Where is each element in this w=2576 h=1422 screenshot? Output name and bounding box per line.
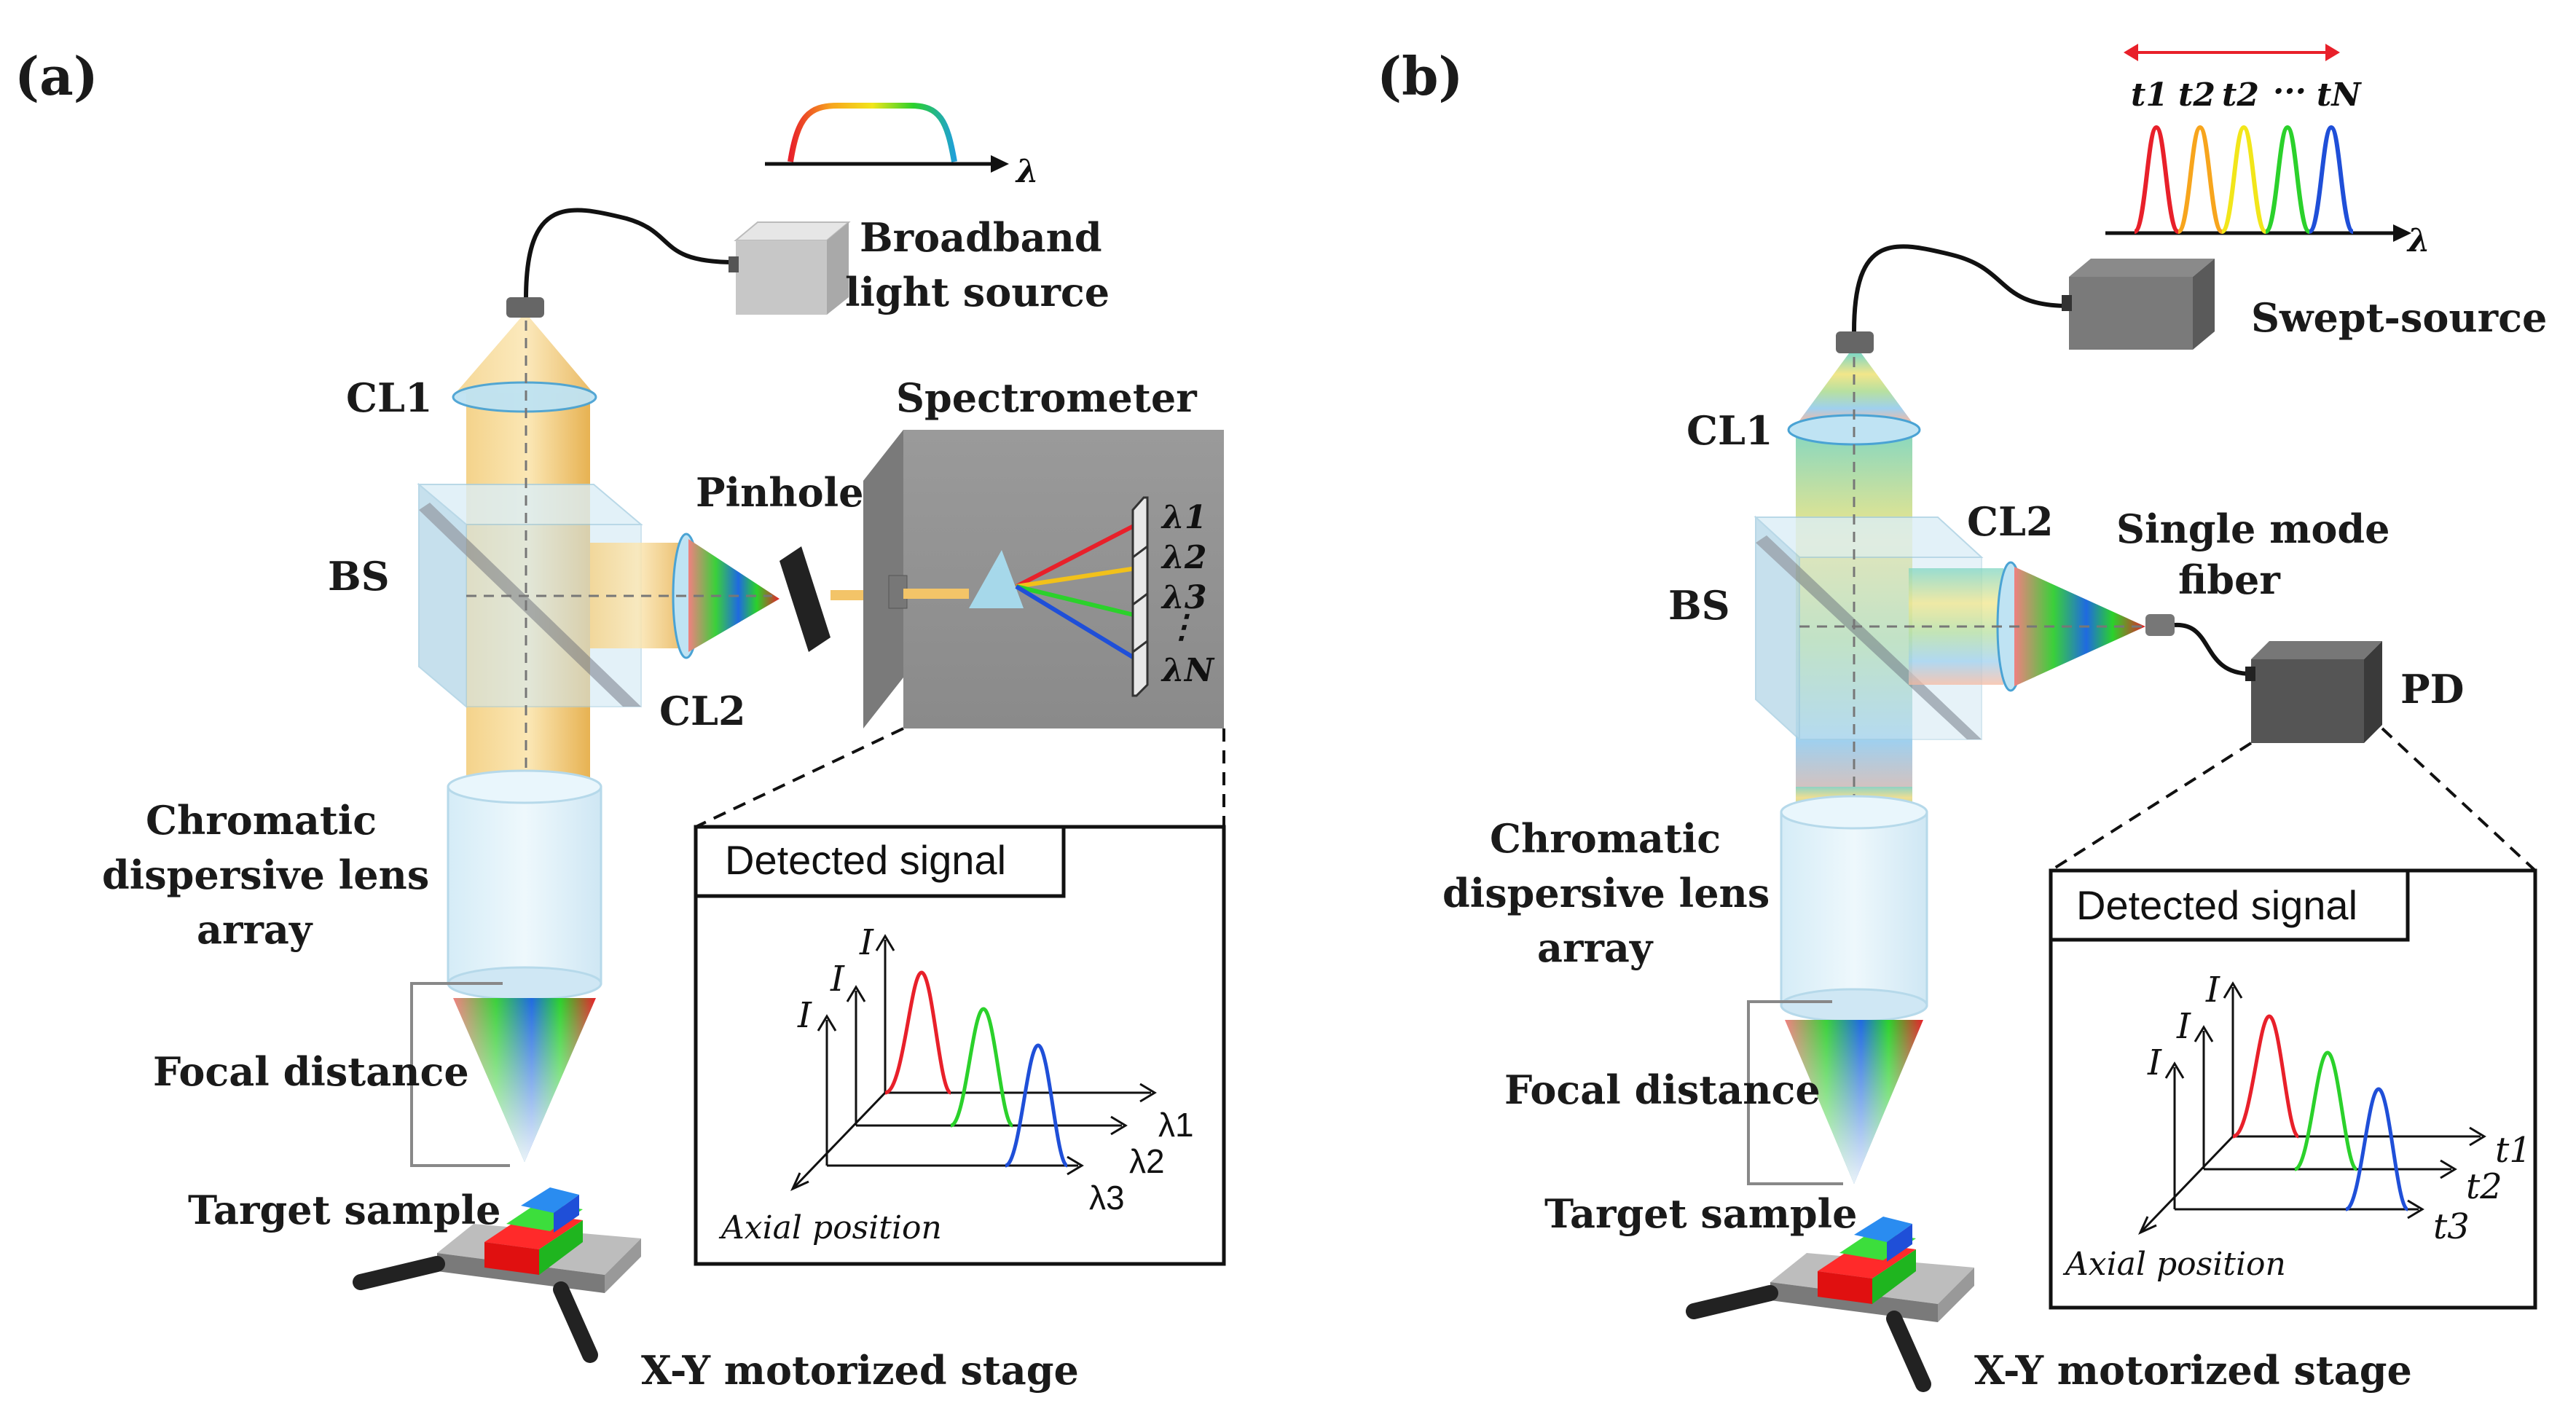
focal-cone-b — [1785, 1020, 1923, 1184]
lambda3-label: λ3 — [1161, 579, 1206, 616]
stage-label-b: X-Y motorized stage — [1974, 1347, 2412, 1394]
axis-t3-b: t3 — [2433, 1206, 2470, 1247]
signal-axes-a — [790, 934, 1157, 1192]
axis-lambda1-a: λ1 — [1158, 1106, 1194, 1144]
optical-fiber-b — [1852, 244, 2070, 332]
cl2-label-b: CL2 — [1967, 498, 2054, 545]
cl1-label-b: CL1 — [1686, 407, 1773, 454]
intensity-label-b-3: I — [2147, 1042, 2162, 1083]
target-sample-label-b: Target sample — [1544, 1190, 1857, 1237]
signal-axes-b — [2137, 981, 2486, 1236]
cl1-lens-a — [452, 381, 597, 413]
axis-lambda3-a: λ3 — [1089, 1179, 1125, 1217]
swept-source-box — [2062, 259, 2215, 350]
smf-connector — [2145, 614, 2175, 636]
detected-signal-title-box-b — [2049, 868, 2410, 942]
detected-signal-title-a: Detected signal — [725, 837, 1006, 883]
target-sample-a — [484, 1187, 583, 1275]
broadband-label-2: light source — [845, 269, 1110, 315]
intensity-label-a-1: I — [859, 922, 874, 963]
target-sample-b — [1818, 1217, 1916, 1304]
zoom-line-left-b — [2049, 742, 2253, 872]
axis-t1-b: t1 — [2495, 1130, 2532, 1171]
target-sample-label-a: Target sample — [188, 1187, 500, 1233]
lambda2-label: λ2 — [1161, 539, 1206, 576]
detected-signal-title-box-a — [694, 825, 1066, 898]
time-tN-label: tN — [2317, 76, 2362, 114]
focal-distance-label-b: Focal distance — [1504, 1066, 1821, 1113]
lambda1-label: λ1 — [1161, 499, 1206, 536]
pinhole-a — [780, 546, 830, 652]
focal-bracket-b — [1747, 1000, 1843, 1185]
fiber-connector-a — [506, 297, 544, 318]
swept-source-spectrum-inset: λ — [2105, 44, 2430, 259]
zoom-line-right-b — [2381, 727, 2537, 872]
cl1-label-a: CL1 — [346, 374, 433, 421]
dispersed-rays-a — [1015, 522, 1138, 661]
broadband-spectrum-inset: λ — [765, 103, 1039, 190]
optical-fiber-a — [524, 208, 737, 299]
time-t1-label: t1 — [2131, 76, 2168, 114]
lens-array-label-3-a: array — [197, 906, 313, 953]
signal-peaks-a — [884, 970, 1069, 1168]
stage-label-a: X-Y motorized stage — [641, 1347, 1079, 1394]
detected-signal-panel-b — [2049, 868, 2537, 1310]
time-t2b-label: t2 — [2222, 76, 2259, 114]
smf-label-1: Single mode — [2116, 506, 2390, 552]
diverging-beam-b — [1798, 353, 1912, 423]
beam-splitter-a — [417, 482, 643, 709]
detector-array-a — [1131, 496, 1149, 697]
signal-peaks-b — [2232, 1014, 2410, 1211]
spectrometer-label: Spectrometer — [896, 374, 1197, 421]
zoom-line-left-a — [695, 727, 904, 828]
axis-t2-b: t2 — [2466, 1166, 2502, 1207]
pinhole-label: Pinhole — [696, 469, 864, 516]
diverging-beam-a — [455, 318, 594, 393]
intensity-label-a-2: I — [830, 959, 845, 999]
swept-source-label: Swept-source — [2251, 294, 2547, 341]
broadband-label-1: Broadband — [860, 214, 1102, 261]
intensity-label-a-3: I — [797, 995, 812, 1036]
spectrum-axis-lambda: λ — [1015, 153, 1039, 190]
chromatic-lens-array-a — [447, 769, 602, 1001]
single-mode-fiber — [2174, 622, 2252, 676]
panel-a-tag: (a) — [15, 45, 98, 107]
swept-axis-lambda: λ — [2406, 222, 2430, 259]
bs-label-a: BS — [328, 553, 390, 600]
cl2-label-a: CL2 — [659, 688, 746, 734]
panel-b-tag: (b) — [1377, 45, 1463, 107]
axial-position-label-a: Axial position — [718, 1209, 942, 1246]
photodetector-box — [2245, 641, 2382, 743]
axial-position-label-b: Axial position — [2062, 1246, 2286, 1283]
lens-array-label-2-a: dispersive lens — [102, 852, 429, 898]
fiber-connector-b — [1836, 331, 1874, 353]
lambdaN-label: λN — [1161, 652, 1215, 689]
focal-distance-label-a: Focal distance — [153, 1048, 469, 1095]
lens-array-label-1-b: Chromatic — [1490, 815, 1721, 862]
pd-label: PD — [2400, 666, 2464, 712]
intensity-label-b-2: I — [2176, 1006, 2191, 1047]
detected-signal-title-b: Detected signal — [2076, 882, 2357, 928]
axis-lambda2-a: λ2 — [1129, 1142, 1165, 1180]
detected-signal-panel-a — [694, 825, 1226, 1266]
time-ellipsis: ··· — [2273, 73, 2306, 110]
lens-array-label-1-a: Chromatic — [146, 797, 377, 844]
intensity-label-b-1: I — [2205, 970, 2220, 1010]
lambda-ellipsis: ⋮ — [1166, 608, 1198, 645]
smf-label-2: fiber — [2178, 557, 2280, 603]
lens-array-label-2-b: dispersive lens — [1442, 870, 1770, 916]
focal-cone-a — [453, 998, 596, 1162]
bs-label-b: BS — [1668, 582, 1730, 629]
focal-bracket-a — [410, 982, 510, 1167]
broadband-light-source-box — [729, 221, 851, 315]
lens-array-label-3-b: array — [1537, 924, 1654, 971]
time-t2-label: t2 — [2178, 76, 2215, 114]
chromatic-lens-array-b — [1780, 795, 1928, 1023]
reflected-beam-a — [590, 543, 685, 648]
